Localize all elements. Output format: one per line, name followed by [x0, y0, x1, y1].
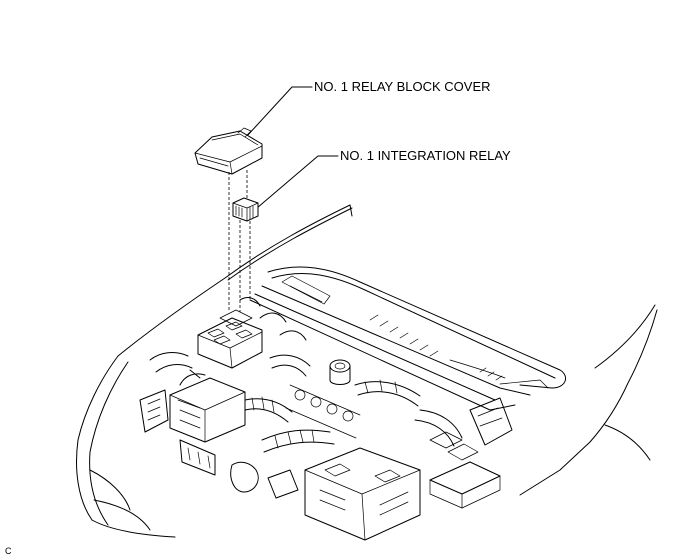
engine-details [139, 297, 513, 541]
relay-leader-line [256, 155, 339, 209]
integration-relay-label: NO. 1 INTEGRATION RELAY [340, 148, 511, 163]
relay-block-cover-label: NO. 1 RELAY BLOCK COVER [314, 79, 491, 94]
integration-relay [232, 197, 259, 222]
installation-guides [228, 170, 251, 312]
leader-lines [246, 86, 339, 209]
vehicle-body [76, 204, 658, 538]
figure-code: C [5, 546, 12, 556]
relay-block-installed [197, 309, 263, 369]
relay-block-cover [194, 127, 263, 175]
cover-leader-line [246, 86, 313, 137]
cowl-panel [249, 266, 567, 411]
